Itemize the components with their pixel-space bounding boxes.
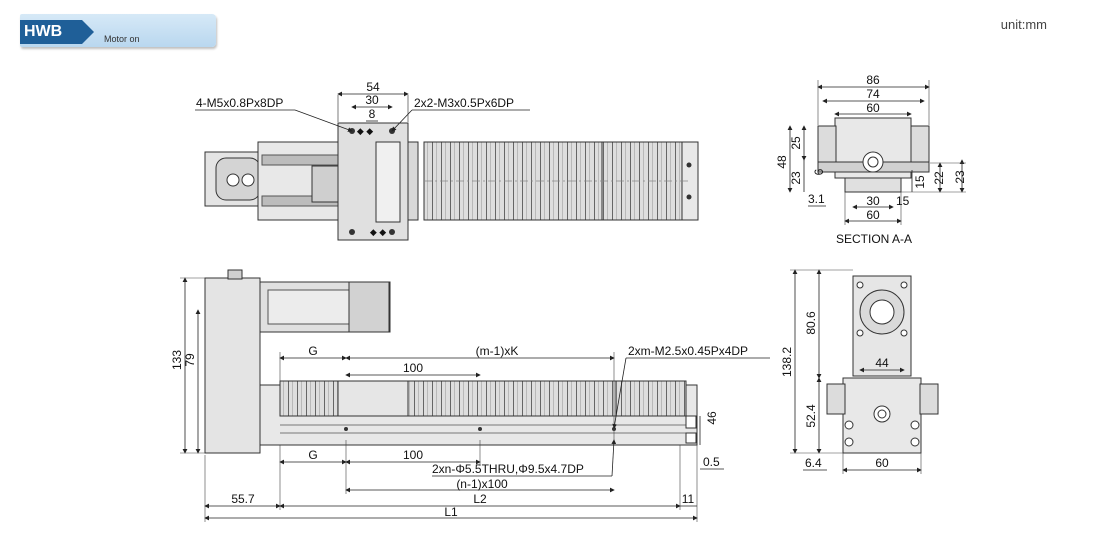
side-dim-100-bottom: 100 [403, 448, 423, 462]
top-dim-54: 54 [366, 80, 380, 94]
sec-dim-30: 30 [866, 194, 880, 208]
side-callout-top: 2xm-M2.5x0.45Px4DP [628, 344, 748, 358]
sec-dim-23-left: 23 [789, 171, 803, 185]
side-view: 133 79 G (m-1)xK 100 2xm-M2.5x0.45Px4DP … [170, 269, 770, 522]
end-dim-60: 60 [875, 456, 889, 470]
side-dim-mK: (m-1)xK [476, 344, 519, 358]
sec-dim-6: 6 [812, 168, 826, 175]
side-dim-100-top: 100 [403, 361, 423, 375]
section-view: 86 74 60 48 25 23 6 15 22 23 3.1 30 15 6… [775, 73, 967, 246]
top-dim-30: 30 [365, 93, 379, 107]
side-dim-G-bottom: G [308, 448, 317, 462]
top-dim-8: 8 [369, 107, 376, 121]
section-caption: SECTION A-A [836, 232, 912, 246]
end-dim-44: 44 [875, 356, 889, 370]
sec-dim-25: 25 [789, 136, 803, 150]
side-dim-n100: (n-1)x100 [456, 477, 508, 491]
top-callout-left: 4-M5x0.8Px8DP [196, 96, 283, 110]
sec-dim-23-right: 23 [953, 170, 967, 184]
top-view: ◆ ◆ ◆ ◆ 54 30 8 4-M5x0.8Px8DP 2x2-M3x0.5… [195, 80, 699, 241]
side-dim-79: 79 [183, 353, 197, 367]
sec-dim-74: 74 [866, 87, 880, 101]
side-dim-0-5: 0.5 [703, 455, 720, 469]
sec-dim-22: 22 [932, 171, 946, 185]
end-dim-138-2: 138.2 [780, 347, 794, 377]
side-dim-11: 11 [682, 492, 695, 506]
side-dim-L2: L2 [473, 492, 487, 506]
top-callout-right: 2x2-M3x0.5Px6DP [414, 96, 514, 110]
badge-arrow-icon [82, 20, 94, 44]
side-dim-55-7: 55.7 [231, 492, 255, 506]
side-dim-L1: L1 [444, 505, 458, 519]
end-dim-80-6: 80.6 [804, 311, 818, 335]
side-dim-133: 133 [170, 350, 184, 370]
end-view: 138.2 80.6 52.4 44 6.4 60 [780, 269, 939, 474]
sec-dim-86: 86 [866, 73, 880, 87]
side-callout-bottom: 2xn-Φ5.5THRU,Φ9.5x4.7DP [432, 462, 584, 476]
model-code: HWB [20, 20, 82, 44]
side-dim-46: 46 [705, 411, 719, 425]
side-dim-G-top: G [308, 344, 317, 358]
sec-dim-15-right: 15 [913, 175, 927, 189]
svg-text:◆ ◆: ◆ ◆ [357, 126, 373, 136]
sec-dim-48: 48 [775, 155, 789, 169]
sec-dim-60-top: 60 [866, 101, 880, 115]
sec-dim-60-bottom: 60 [866, 208, 880, 222]
svg-text:◆ ◆: ◆ ◆ [370, 227, 386, 237]
sec-dim-15-bottom: 15 [896, 194, 910, 208]
end-dim-52-4: 52.4 [804, 404, 818, 428]
model-badge: HWB Motor on [20, 14, 218, 47]
unit-label: unit:mm [1000, 17, 1047, 32]
end-dim-6-4: 6.4 [805, 456, 822, 470]
model-subtitle: Motor on [104, 34, 140, 44]
sec-dim-3-1: 3.1 [808, 192, 825, 206]
